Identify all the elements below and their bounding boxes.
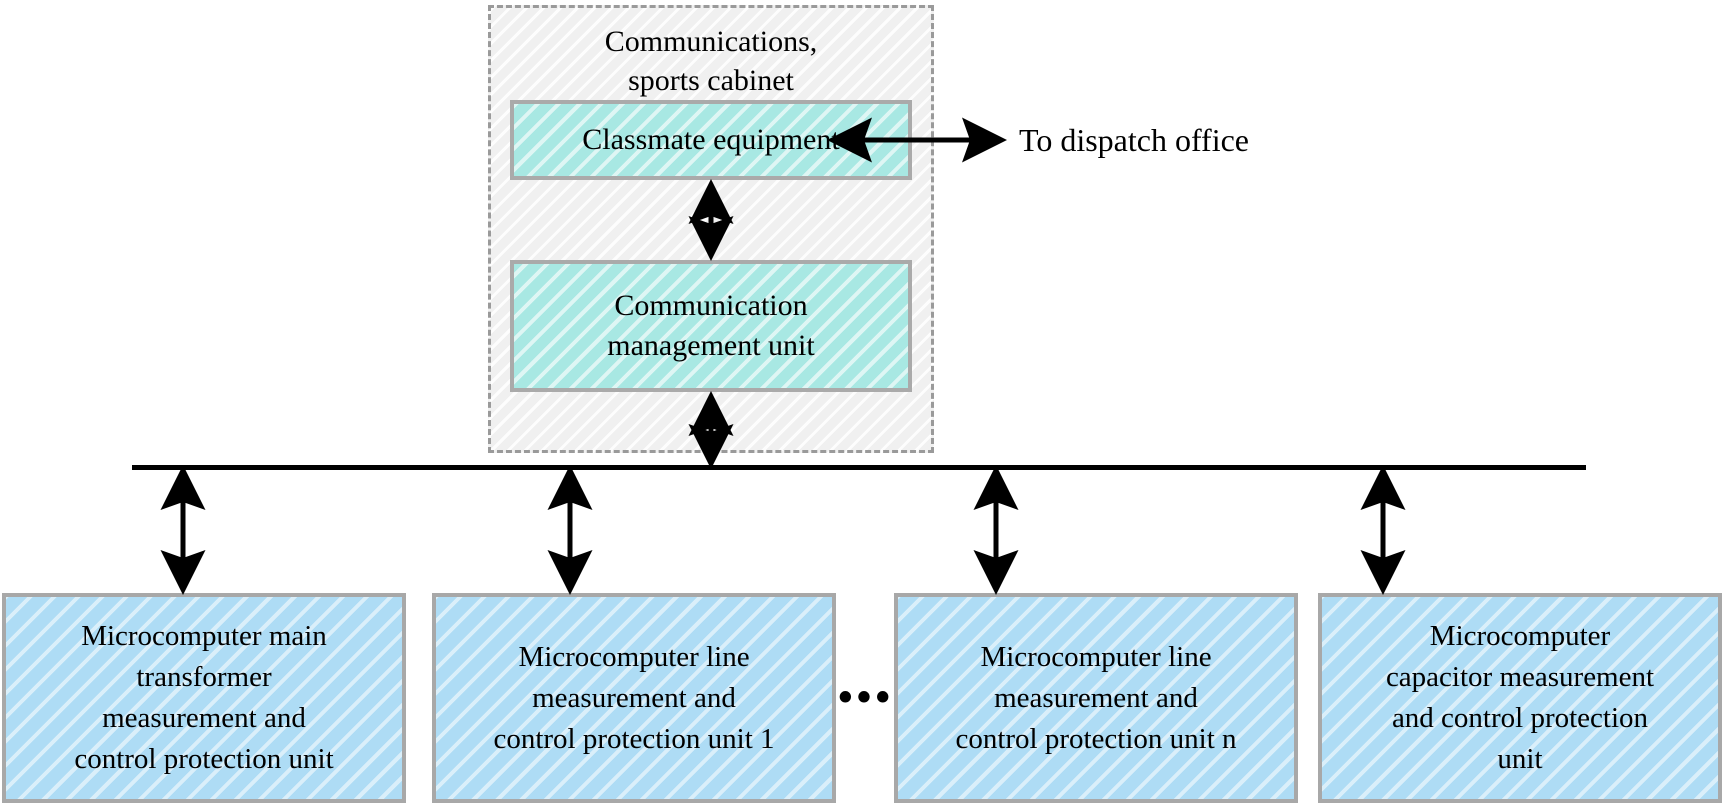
communication-management-unit-box[interactable]: Communication management unit xyxy=(510,260,912,392)
classmate-equipment-box[interactable]: Classmate equipment xyxy=(510,100,912,180)
line-protection-unit-n-box[interactable]: Microcomputer line measurement and contr… xyxy=(894,593,1298,803)
communication-management-unit-label: Communication management unit xyxy=(607,289,815,362)
communications-cabinet-label: Communications, sports cabinet xyxy=(604,25,818,97)
line-protection-unit-1-label: Microcomputer line measurement and contr… xyxy=(493,640,775,755)
capacitor-protection-unit-box[interactable]: Microcomputer capacitor measurement and … xyxy=(1318,593,1722,803)
units-ellipsis: ••• xyxy=(837,675,895,721)
main-transformer-protection-unit-label: Microcomputer main transformer measureme… xyxy=(74,620,334,775)
main-transformer-protection-unit-box[interactable]: Microcomputer main transformer measureme… xyxy=(2,593,406,803)
to-dispatch-office-label: To dispatch office xyxy=(1019,122,1249,158)
line-protection-unit-1-box[interactable]: Microcomputer line measurement and contr… xyxy=(432,593,836,803)
classmate-equipment-label: Classmate equipment xyxy=(582,123,840,156)
capacitor-protection-unit-label: Microcomputer capacitor measurement and … xyxy=(1385,620,1655,775)
line-protection-unit-n-label: Microcomputer line measurement and contr… xyxy=(955,640,1237,755)
communication-bus-line xyxy=(132,465,1586,470)
